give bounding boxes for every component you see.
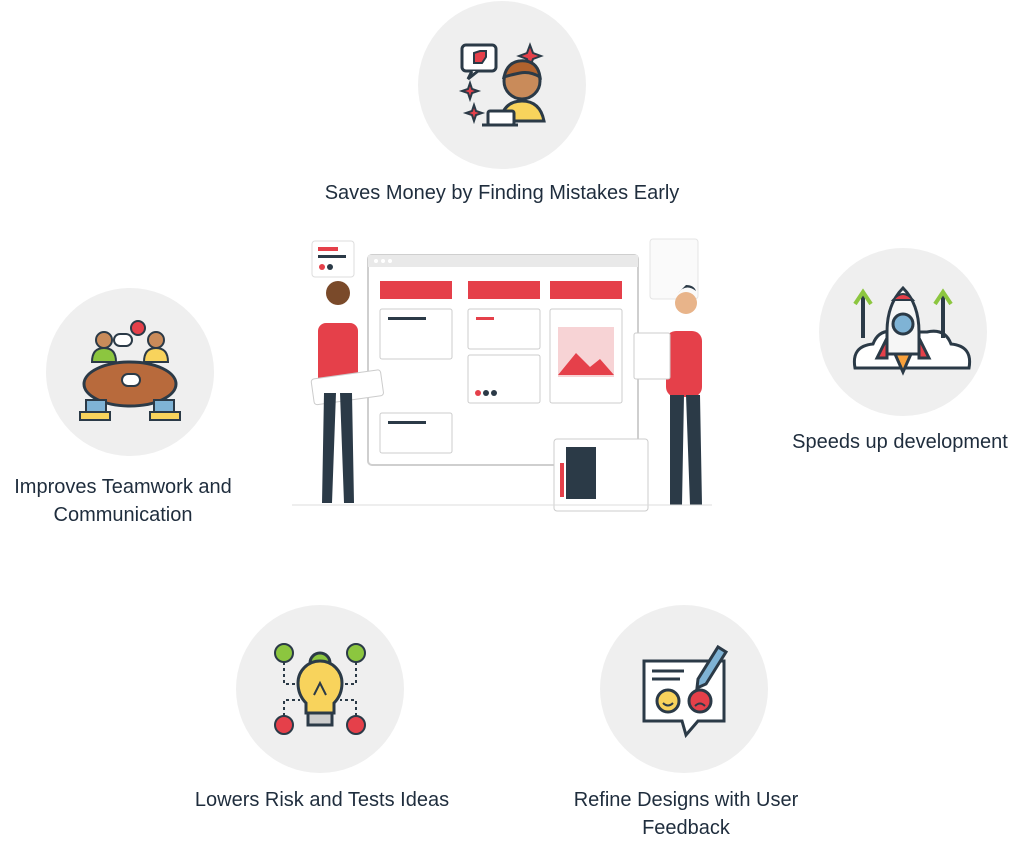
feedback-person-icon	[458, 42, 546, 127]
kanban-board-illustration	[292, 238, 712, 512]
benefit-team-circle	[46, 288, 214, 456]
benefit-risk-circle	[236, 605, 404, 773]
benefit-design-label: Refine Designs with User Feedback	[573, 789, 799, 839]
user-feedback-icon	[642, 644, 729, 739]
benefit-money-label: Saves Money by Finding Mistakes Early	[324, 182, 680, 204]
benefit-risk-label: Lowers Risk and Tests Ideas	[194, 789, 450, 811]
center-illustration	[282, 235, 722, 520]
benefit-design-circle	[600, 605, 768, 773]
benefit-speed-label: Speeds up development	[792, 431, 1008, 453]
team-meeting-icon	[79, 320, 181, 421]
benefit-money-circle	[418, 1, 586, 169]
lightbulb-ideas-icon	[274, 643, 366, 735]
rocket-icon	[852, 285, 972, 376]
benefit-team-label: Improves Teamwork and Communication	[14, 476, 232, 526]
benefit-speed-circle	[819, 248, 987, 416]
